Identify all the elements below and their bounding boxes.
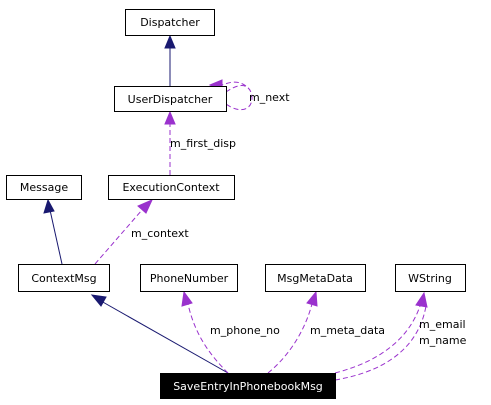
edge-saveentry-to-phonenumber [181, 290, 229, 374]
node-execution-context[interactable]: ExecutionContext [108, 175, 235, 200]
node-msg-meta-data-label: MsgMetaData [277, 272, 353, 285]
edge-executioncontext-to-userdispatcher [164, 110, 176, 175]
node-dispatcher-label: Dispatcher [140, 16, 200, 29]
edge-saveentry-to-wstring [334, 291, 428, 381]
label-m-next: m_next [249, 91, 290, 104]
node-dispatcher[interactable]: Dispatcher [125, 9, 215, 36]
label-m-meta-data: m_meta_data [310, 324, 385, 337]
label-m-first-disp: m_first_disp [170, 137, 236, 150]
node-execution-context-label: ExecutionContext [122, 181, 220, 194]
node-save-entry-label: SaveEntryInPhonebookMsg [173, 380, 323, 393]
edge-saveentry-to-msgmetadata [267, 290, 318, 374]
node-msg-meta-data[interactable]: MsgMetaData [265, 264, 366, 292]
node-save-entry-in-phonebook-msg[interactable]: SaveEntryInPhonebookMsg [160, 373, 336, 399]
edge-userdispatcher-to-dispatcher [164, 34, 176, 86]
edge-contextmsg-to-executioncontext [94, 199, 153, 265]
node-phone-number-label: PhoneNumber [150, 272, 229, 285]
node-user-dispatcher-label: UserDispatcher [128, 93, 213, 106]
label-m-email: m_email [419, 318, 466, 331]
node-context-msg[interactable]: ContextMsg [18, 264, 110, 292]
node-message[interactable]: Message [6, 175, 82, 200]
edge-contextmsg-to-message [43, 198, 63, 265]
node-phone-number[interactable]: PhoneNumber [140, 264, 238, 292]
label-m-context: m_context [131, 227, 189, 240]
label-m-name: m_name [419, 334, 467, 347]
node-wstring[interactable]: WString [395, 264, 466, 292]
node-wstring-label: WString [408, 272, 452, 285]
node-message-label: Message [20, 181, 68, 194]
node-user-dispatcher[interactable]: UserDispatcher [114, 86, 227, 112]
label-m-phone-no: m_phone_no [210, 324, 280, 337]
edge-saveentry-to-contextmsg [90, 294, 229, 374]
node-context-msg-label: ContextMsg [31, 272, 96, 285]
